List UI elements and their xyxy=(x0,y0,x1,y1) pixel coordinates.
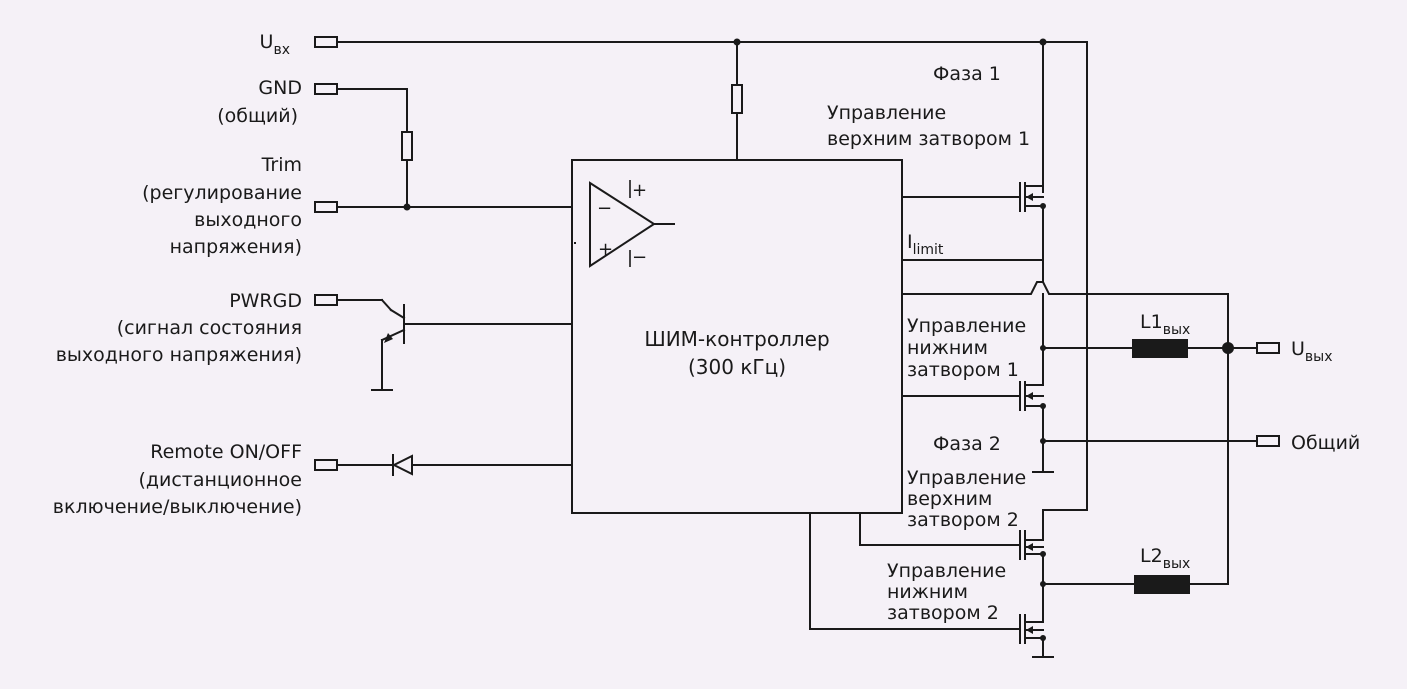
svg-text:напряжения): напряжения) xyxy=(170,236,302,258)
opamp-minus-out: − xyxy=(632,247,647,268)
junction-common xyxy=(1040,438,1046,444)
opamp-plus-out: + xyxy=(632,180,647,201)
phase1-title: Фаза 1 xyxy=(933,63,1001,85)
junction-uin-resistor xyxy=(733,38,741,46)
gnd-resistor xyxy=(401,131,413,161)
opamp-plus-in: + xyxy=(598,239,613,260)
phase2-high-mosfet xyxy=(1019,530,1044,560)
phase1-low-mosfet xyxy=(1019,381,1044,411)
opamp-minus-in: − xyxy=(597,198,612,219)
input-wiring xyxy=(336,41,1088,511)
junction-p1-switch xyxy=(1040,345,1046,351)
phase1-low-gate-label: Управление xyxy=(907,315,1026,337)
uout-label: Uвых xyxy=(1291,338,1333,365)
svg-text:(общий): (общий) xyxy=(217,105,298,127)
svg-text:выходного: выходного xyxy=(194,209,302,231)
svg-text:PWRGD: PWRGD xyxy=(229,290,302,312)
l1-label: L1вых xyxy=(1140,311,1190,338)
common-terminal xyxy=(1256,435,1280,447)
svg-text:GND: GND xyxy=(258,77,302,99)
svg-text:Uвх: Uвх xyxy=(260,31,290,58)
inductor-l1 xyxy=(1132,339,1188,358)
svg-text:Remote ON/OFF: Remote ON/OFF xyxy=(150,441,302,463)
svg-text:выходного напряжения): выходного напряжения) xyxy=(56,344,302,366)
phase1-high-gate-label-2: верхним затвором 1 xyxy=(827,128,1030,150)
controller-frequency: (300 кГц) xyxy=(688,355,786,379)
phase2-title: Фаза 2 xyxy=(933,433,1001,455)
gnd-label: GND (общий) xyxy=(217,77,302,127)
phase1-low-gate-label-2: нижним xyxy=(907,337,988,359)
uout-terminal xyxy=(1256,342,1280,354)
junction-trim xyxy=(403,203,411,211)
phase2-low-mosfet xyxy=(1019,614,1044,644)
pwrgd-transistor-symbol xyxy=(371,304,406,391)
remote-label: Remote ON/OFF (дистанционное включение/в… xyxy=(53,441,302,518)
phase2-high-gate-label-2: верхним xyxy=(907,488,992,510)
phase2-low-gate-label: Управление xyxy=(887,560,1006,582)
trim-terminal xyxy=(314,201,338,213)
svg-text:(сигнал состояния: (сигнал состояния xyxy=(117,317,302,339)
svg-text:Trim: Trim xyxy=(261,154,302,176)
phase1-low-gate-label-3: затвором 1 xyxy=(907,359,1019,381)
l2-label: L2вых xyxy=(1140,545,1190,572)
power-stage-wiring xyxy=(809,41,1258,658)
uin-label: Uвх xyxy=(260,31,290,58)
gnd-terminal xyxy=(314,83,338,95)
svg-text:(регулирование: (регулирование xyxy=(142,182,302,204)
svg-text:(дистанционное: (дистанционное xyxy=(138,469,302,491)
phase2-high-gate-label-3: затвором 2 xyxy=(907,509,1019,531)
junction-output xyxy=(1222,342,1234,354)
junction-p2-low-source xyxy=(1040,635,1046,641)
junction-p1-low-source xyxy=(1040,403,1046,409)
remote-diode-symbol xyxy=(391,454,413,476)
common-label: Общий xyxy=(1291,432,1360,454)
controller-title: ШИМ-контроллер xyxy=(644,327,829,351)
pwrgd-label: PWRGD (сигнал состояния выходного напряж… xyxy=(56,290,302,366)
ilimit-label: Ilimit xyxy=(907,231,944,258)
trim-label: Trim (регулирование выходного напряжения… xyxy=(142,154,302,258)
remote-terminal xyxy=(314,459,338,471)
phase1-high-mosfet xyxy=(1019,182,1044,212)
phase2-high-gate-label: Управление xyxy=(907,467,1026,489)
junction-p2-switch xyxy=(1040,581,1046,587)
pwrgd-terminal xyxy=(314,294,338,306)
inductor-l2 xyxy=(1134,575,1190,594)
phase2-low-gate-label-2: нижним xyxy=(887,581,968,603)
junction-p2-high-source xyxy=(1040,551,1046,557)
uin-resistor xyxy=(731,84,743,114)
phase1-high-gate-label: Управление xyxy=(827,102,946,124)
junction-p1-high-source xyxy=(1040,203,1046,209)
phase2-low-gate-label-3: затвором 2 xyxy=(887,602,999,624)
uin-terminal xyxy=(314,36,338,48)
opamp-symbol: + − − + xyxy=(574,180,675,268)
svg-text:включение/выключение): включение/выключение) xyxy=(53,496,302,518)
